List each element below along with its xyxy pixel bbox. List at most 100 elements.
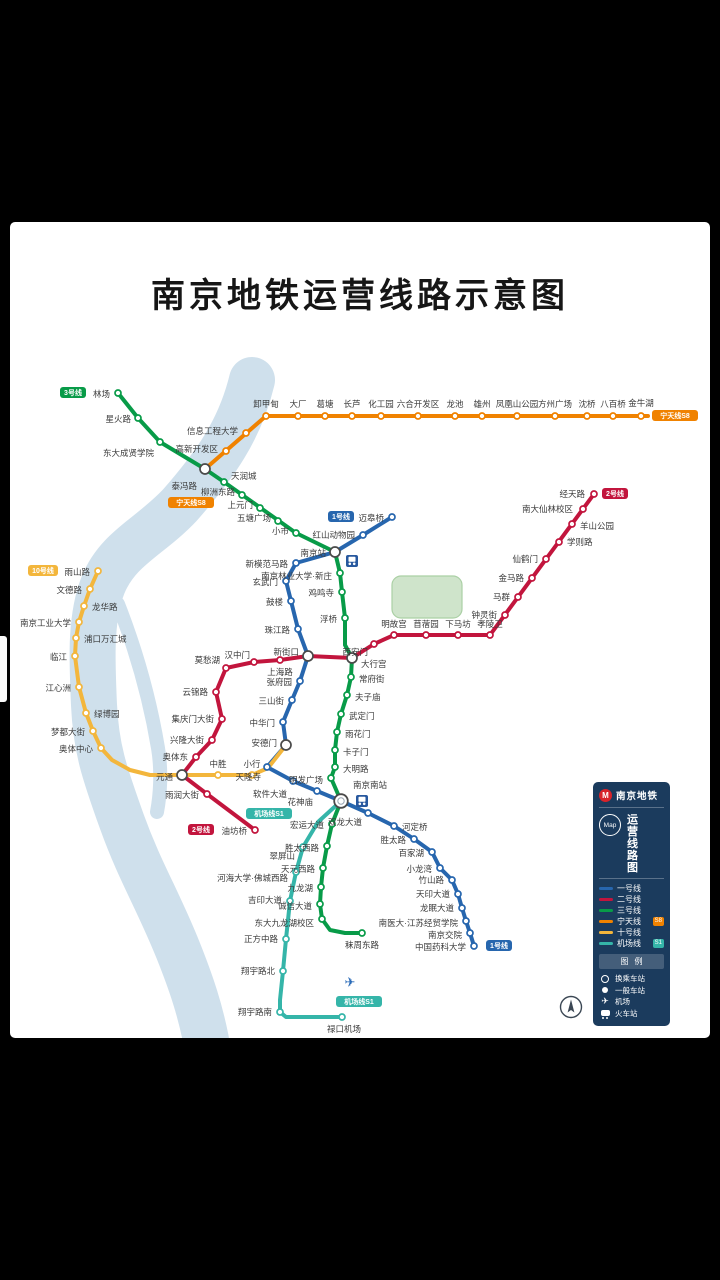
station-dot — [609, 412, 617, 420]
legend-vertical-title-char: 图 — [627, 862, 638, 874]
station-dot — [388, 513, 396, 521]
station-dot — [262, 412, 270, 420]
station-label: 化工园 — [368, 399, 394, 409]
station-label: 雨花门 — [345, 729, 371, 739]
legend-logo-row: M 南京地铁 — [599, 788, 664, 808]
legend-symbol-row: 火车站 — [599, 1008, 664, 1020]
station-dot — [72, 634, 80, 642]
station-label: 苜蓿园 — [413, 619, 439, 629]
line-badge-label: 3号线 — [64, 388, 82, 397]
station-dot — [436, 864, 444, 872]
station-label: 小龙湾 — [406, 864, 432, 874]
station-dot — [454, 890, 462, 898]
station-dot — [75, 618, 83, 626]
station-label: 常府街 — [359, 674, 385, 684]
station-dot — [248, 771, 256, 779]
station-dot — [299, 843, 307, 851]
station-dot — [448, 876, 456, 884]
line-badge — [28, 565, 58, 576]
legend-line-color — [599, 931, 613, 934]
station-label: 安德门 — [251, 738, 277, 748]
station-label: 柳洲东路 — [201, 487, 236, 497]
station-label: 珠江路 — [264, 625, 290, 635]
station-dot — [428, 848, 436, 856]
station-dot — [327, 774, 335, 782]
station-dot — [514, 593, 522, 601]
station-dot — [528, 574, 536, 582]
station-dot — [276, 1008, 284, 1016]
station-label: 长芦 — [343, 399, 360, 409]
station-label: 明发广场 — [289, 775, 323, 785]
station-label: 龙眠大道 — [420, 903, 455, 913]
station-dot — [343, 691, 351, 699]
train-station-icon — [356, 795, 368, 807]
station-dot — [551, 412, 559, 420]
station-interchange-dot — [346, 652, 358, 664]
station-dot — [333, 728, 341, 736]
station-label: 河定桥 — [402, 822, 428, 832]
station-dot — [410, 835, 418, 843]
metro-line-line2 — [180, 492, 596, 832]
legend-line-row: 一号线 — [599, 883, 664, 894]
legend-vertical-title-char: 运 — [627, 814, 638, 826]
station-label: 浦口万汇城 — [84, 634, 127, 644]
station-label: 禄口机场 — [327, 1024, 361, 1034]
station-label: 孝陵卫 — [477, 619, 503, 629]
legend-symbol-list: 换乘车站一般车站✈机场火车站 — [599, 973, 664, 1019]
station-dot — [222, 664, 230, 672]
station-label: 南京站 — [300, 548, 326, 558]
station-dot — [282, 935, 290, 943]
station-label: 西安门 — [342, 647, 368, 657]
yangtze-river — [111, 597, 168, 819]
train-icon — [599, 1010, 611, 1019]
legend-line-label: 二号线 — [617, 895, 641, 904]
station-dot — [214, 771, 222, 779]
station-dot — [542, 555, 550, 563]
legend-line-color — [599, 909, 613, 912]
line-badge-label: 宁天线S8 — [660, 411, 690, 420]
station-label: 沈桥 — [578, 399, 596, 409]
station-dot — [422, 631, 430, 639]
legend-line-color — [599, 920, 613, 923]
station-label: 秣周东路 — [345, 940, 380, 950]
station-dot — [313, 787, 321, 795]
station-dot — [568, 520, 576, 528]
station-label: 天隆寺 — [235, 772, 261, 782]
compass-icon — [559, 995, 583, 1019]
line-badge — [188, 824, 214, 835]
station-dot — [317, 883, 325, 891]
station-dot — [336, 569, 344, 577]
station-dot — [486, 631, 494, 639]
station-label: 正方中路 — [244, 934, 279, 944]
station-dot — [341, 614, 349, 622]
legend-vertical-title: 运营线路图 — [627, 814, 638, 874]
station-label: 中华门 — [249, 718, 275, 728]
station-label: 玄武门 — [252, 577, 278, 587]
line-badge — [246, 808, 292, 819]
line-badge — [652, 410, 698, 421]
adjacent-page-edge — [0, 636, 7, 702]
legend-symbol-row: ✈机场 — [599, 996, 664, 1008]
station-dot — [263, 763, 271, 771]
legend-line-badge: S8 — [652, 917, 664, 926]
legend-symbol-row: 换乘车站 — [599, 973, 664, 985]
station-label: 翠屏山 — [269, 851, 295, 861]
station-label: 胜太路 — [380, 835, 406, 845]
station-label: 新模范马路 — [245, 559, 288, 569]
station-dot — [513, 412, 521, 420]
station-dot — [287, 597, 295, 605]
airport-icon: ✈ — [345, 975, 356, 990]
station-label: 翔宇路北 — [241, 966, 276, 976]
station-dot — [94, 567, 102, 575]
station-label: 翔宇路南 — [238, 1007, 272, 1017]
line-badge — [602, 488, 628, 499]
station-dot — [282, 577, 290, 585]
line-badge-label: 机场线S1 — [254, 809, 284, 818]
line-badge-label: 1号线 — [332, 512, 350, 521]
station-label: 南京南站 — [353, 780, 388, 790]
station-label: 葛塘 — [316, 399, 334, 409]
station-label: 吉印大道 — [248, 895, 283, 905]
station-label: 三山街 — [258, 696, 284, 706]
park-area — [391, 575, 463, 619]
